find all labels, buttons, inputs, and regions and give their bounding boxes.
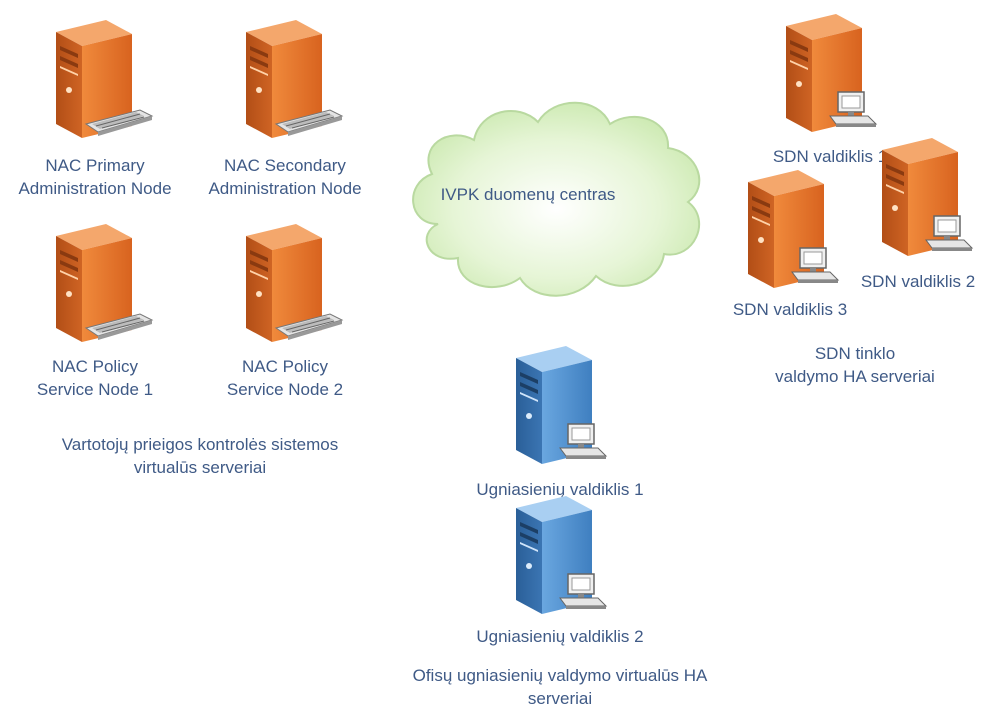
sdn-controller-3-label: SDN valdiklis 3	[732, 300, 848, 319]
sdn-controller-2-server-icon	[866, 134, 986, 264]
sdn-controller-2-label: SDN valdiklis 2	[860, 272, 976, 291]
nac-psn2-server-icon	[226, 220, 346, 350]
nac-secondary-server-icon	[226, 16, 346, 146]
firewall-controller-2-server-icon	[500, 492, 620, 622]
nac-psn1-server-icon	[36, 220, 156, 350]
sdn-controller-1-label: SDN valdiklis 1	[772, 147, 888, 166]
firewall-controller-1-label: Ugniasienių valdiklis 1	[476, 480, 644, 499]
sdn-controller-3-server-icon	[732, 166, 852, 296]
nac-primary-server-icon	[36, 16, 156, 146]
datacenter-cloud-icon	[412, 101, 701, 297]
firewall-controller-2-label: Ugniasienių valdiklis 2	[476, 627, 644, 646]
sdn-controller-1-server-icon	[770, 10, 890, 140]
firewall-controller-1-server-icon	[500, 342, 620, 472]
datacenter-label: IVPK duomenų centras	[440, 185, 616, 204]
